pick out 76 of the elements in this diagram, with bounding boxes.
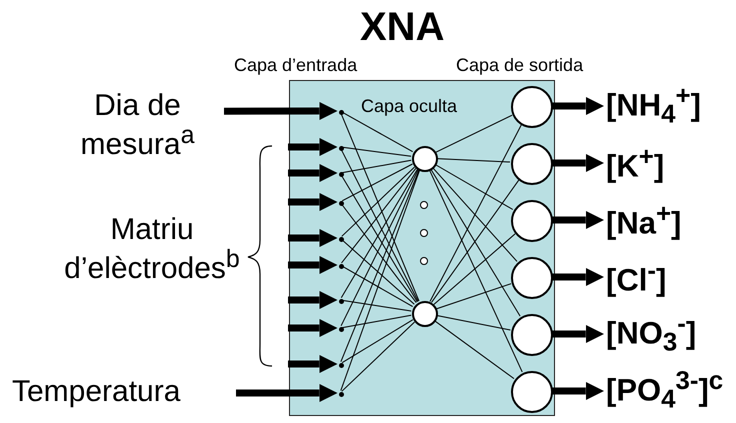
input-point [338,298,344,304]
connection-line [342,319,414,364]
output-neuron [511,200,553,242]
connection-line [430,168,521,317]
arrow [288,138,338,156]
input-point [338,392,344,396]
input-point [338,326,344,332]
connection-line [340,169,419,326]
connection-line [433,233,516,305]
arrow [288,164,338,182]
connection-line [342,266,414,308]
output-label: [Na$^{+}$] [606,200,734,240]
title: XNA [360,6,444,48]
arrow [552,382,604,400]
connection-line [340,148,419,302]
connection-line [432,167,518,262]
input-point [338,236,344,242]
connection-line [428,169,523,372]
output-label: [Cl$^{-}$] [606,257,734,297]
connection-line [436,315,511,330]
output-neuron [511,314,553,356]
connection-line [430,124,522,302]
layer-label: Capa oculta [361,97,458,116]
input-group-label: Matriu d’elèctrodes$^{b}$ [63,214,241,284]
connection-line [341,239,415,305]
connection-line [436,283,512,310]
connection-line [342,164,413,202]
connection-line [436,158,510,162]
connection-line [341,166,416,237]
arrow [288,290,338,310]
arrow [552,324,604,344]
input-point [338,362,344,368]
connection-line [341,322,416,392]
input-label: Temperatura [12,374,232,410]
arrow [224,102,338,120]
input-point [338,146,344,150]
connection-line [342,112,414,152]
output-neuron [511,371,553,413]
connection-line [342,314,412,328]
connection-line [341,204,417,304]
arrow [288,318,338,338]
arrow [288,256,338,274]
output-neuron [511,86,553,128]
arrow [288,192,338,212]
arrow [236,384,338,402]
output-label: [NH$_{4}$$^{+}$] [606,86,734,126]
input-point [338,172,344,176]
connection-line [435,114,513,153]
output-label: [K$^{+}$] [606,143,734,183]
connection-line [434,164,514,210]
arrow [552,154,604,172]
layer-label: Capa de sortida [456,56,584,75]
arrow [552,96,604,116]
input-point [338,200,344,206]
arrow [288,228,338,248]
hidden-neuron [412,146,438,172]
arrow [552,268,604,286]
input-label: Dia de mesura$^{a}$ [55,92,220,158]
connection-line [342,300,412,312]
connection-line [342,160,412,174]
input-point [338,264,344,268]
output-label: [NO$_{3}$$^{-}$] [606,314,734,354]
connection-line [342,146,412,157]
network-panel [289,80,555,416]
input-point [338,110,344,114]
arrow [552,210,604,230]
output-label: [PO$_{4}$$^{3-}$]$^{c}$ [606,371,734,411]
output-neuron [511,257,553,299]
layer-label: Capa d’entrada [234,56,358,75]
hidden-neuron [412,301,438,327]
connection-line [341,168,416,264]
arrow [288,354,338,374]
connection-line [431,180,520,303]
output-neuron [511,143,553,185]
connection-line [340,112,420,302]
connection-line [434,320,514,380]
